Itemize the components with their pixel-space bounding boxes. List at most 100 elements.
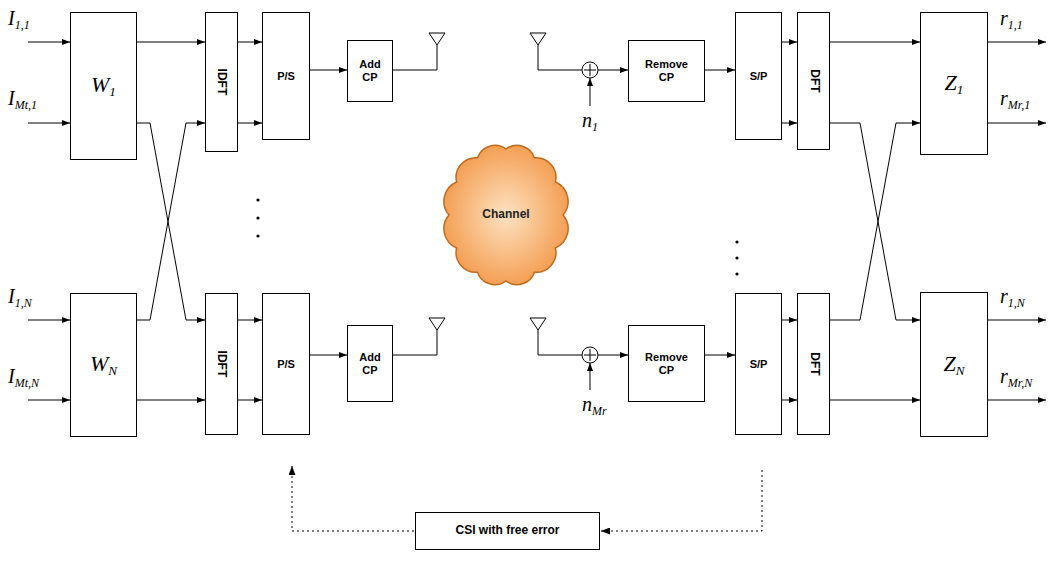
tx-antennas [393, 33, 445, 355]
symbol-main: I [8, 87, 15, 109]
box-label: W1 [91, 72, 116, 99]
remove-cp-box: Remove CP [628, 325, 705, 402]
box-label: IDFT [215, 351, 229, 378]
symbol-subscript: Mr,N [1008, 376, 1032, 390]
box-label: Channel [482, 208, 529, 222]
signal-connector [238, 400, 262, 401]
signal-connector [830, 400, 920, 401]
symbol-subscript: 1 [109, 84, 116, 99]
output-arrow [988, 42, 1046, 43]
symbol-subscript: Mt,1 [15, 98, 37, 112]
sp-box: S/P [735, 293, 782, 435]
symbol-subscript: N [956, 363, 965, 378]
cloud-outline [444, 145, 568, 284]
signal-connector [137, 400, 205, 401]
symbol-subscript: 1 [957, 82, 964, 97]
box-label: DFT [807, 69, 821, 92]
add-cp-box: Add CP [347, 325, 393, 402]
symbol-main: n [582, 109, 592, 131]
signal-connector [782, 42, 797, 43]
antenna-symbol [530, 318, 546, 330]
symbol-subscript: Mt,N [15, 376, 39, 390]
add-cp-box: Add CP [347, 40, 393, 102]
input-arrow [28, 123, 70, 124]
output-arrow [988, 123, 1046, 124]
noise-arrow [590, 363, 591, 390]
symbol-main: Z [945, 70, 957, 95]
dot [735, 240, 738, 243]
symbol-main: Z [943, 351, 955, 376]
signal-label: n1 [582, 110, 598, 133]
signal-connector [782, 320, 797, 321]
idft-box: IDFT [205, 12, 238, 152]
symbol-main: r [1000, 87, 1008, 109]
symbol-subscript: 1,N [15, 296, 32, 310]
noise-arrow [590, 78, 591, 106]
signal-connector [830, 42, 920, 43]
symbol-main: r [1000, 365, 1008, 387]
input-arrows [28, 42, 70, 400]
combiner-box: ZN [920, 292, 988, 437]
symbol-subscript: Mr,1 [1008, 98, 1030, 112]
box-label: ZN [943, 351, 964, 378]
antenna-symbol [429, 318, 445, 330]
output-arrows [988, 42, 1046, 400]
dft-box: DFT [797, 293, 830, 435]
adder-symbol [582, 62, 598, 78]
symbol-main: W [90, 351, 108, 376]
output-arrow [988, 320, 1046, 321]
signal-label: r1,N [1000, 286, 1025, 309]
dot [256, 198, 259, 201]
dot [256, 216, 259, 219]
antenna-symbol [530, 33, 546, 45]
box-label: Z1 [945, 70, 964, 97]
antenna-feed [393, 45, 437, 70]
signal-arrow [598, 355, 628, 356]
combiner-box: Z1 [920, 12, 988, 155]
box-label: CSI with free error [455, 524, 559, 538]
symbol-main: I [8, 285, 15, 307]
symbol-subscript: 1,1 [15, 18, 30, 32]
box-label: Remove CP [641, 351, 693, 376]
adder-symbol [582, 347, 598, 363]
signal-connector [238, 123, 262, 124]
input-arrow [28, 320, 70, 321]
box-label: DFT [807, 352, 821, 375]
symbol-main: r [1000, 7, 1008, 29]
adder-plus [584, 64, 596, 76]
box-label: P/S [277, 70, 295, 83]
channel-cloud: Channel [435, 135, 577, 295]
signal-label: rMr,N [1000, 366, 1032, 389]
signal-label: rMr,1 [1000, 88, 1030, 111]
idft-box: IDFT [205, 293, 238, 435]
signal-connector [830, 123, 920, 320]
signal-connector [705, 355, 735, 356]
box-label: Add CP [355, 351, 385, 376]
input-arrow [28, 400, 70, 401]
dft-box: DFT [797, 12, 830, 150]
antenna-feed [393, 330, 437, 355]
symbol-main: I [8, 365, 15, 387]
output-arrow [988, 400, 1046, 401]
symbol-main: I [8, 7, 15, 29]
signal-connector [310, 70, 347, 71]
csi-box: CSI with free error [415, 512, 600, 550]
signal-connector [782, 123, 797, 124]
antenna-feed [538, 330, 582, 355]
signal-connector [238, 320, 262, 321]
input-arrow [28, 42, 70, 43]
box-label: Add CP [355, 58, 385, 83]
antenna-symbol [429, 33, 445, 45]
precoder-box: WN [70, 293, 137, 437]
feedback-line [601, 470, 762, 531]
signal-connector [137, 123, 205, 320]
signal-label: I1,N [8, 286, 32, 309]
symbol-subscript: Mr [592, 404, 607, 418]
symbol-subscript: 1,1 [1008, 18, 1023, 32]
feedback-line [292, 466, 414, 531]
remove-cp-box: Remove CP [628, 40, 705, 102]
signal-connector [830, 123, 920, 320]
